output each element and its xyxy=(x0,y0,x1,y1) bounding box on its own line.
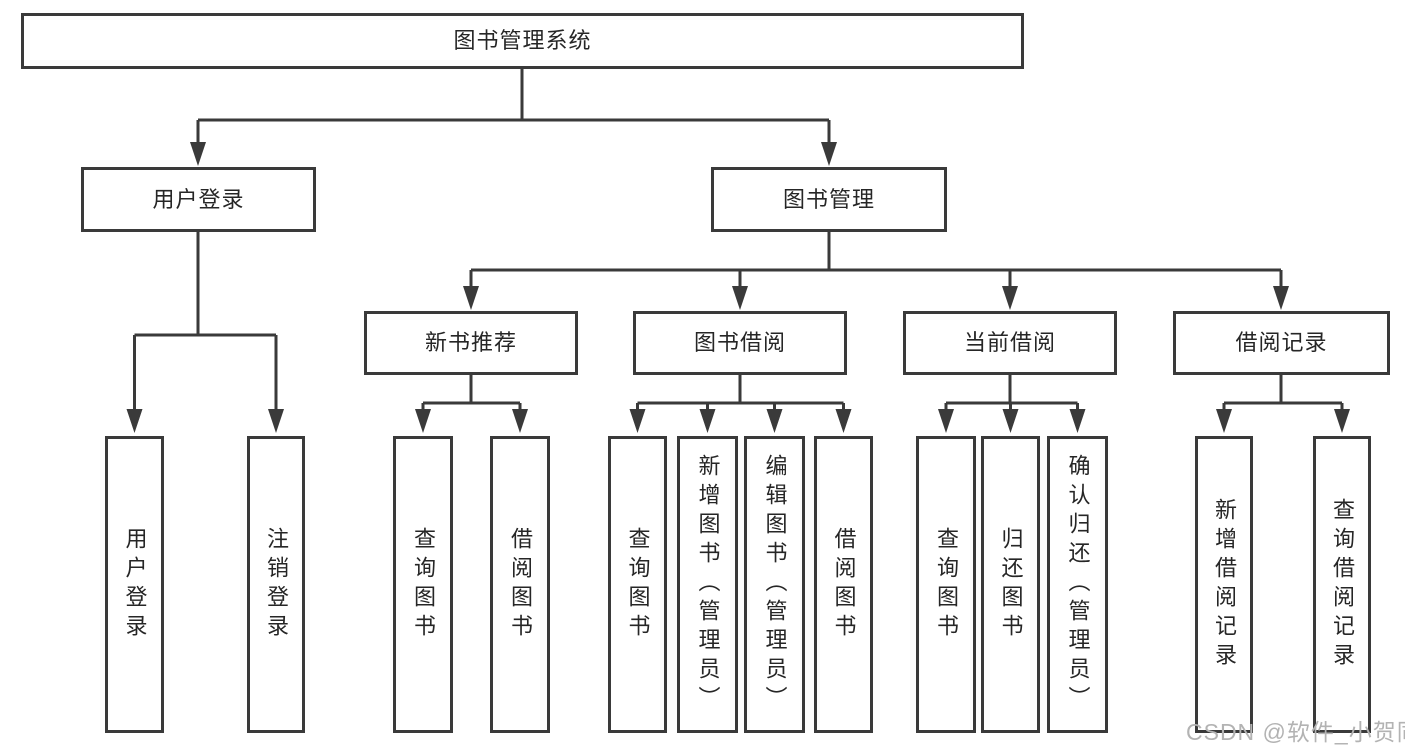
node-user-login-leaf: 用户登录 xyxy=(105,436,164,733)
node-query-books-borrowing: 查询图书 xyxy=(608,436,667,733)
node-label: 新增图书（管理员） xyxy=(695,454,721,715)
node-new-book-recommendation: 新书推荐 xyxy=(364,311,578,375)
node-label: 用户登录 xyxy=(152,186,245,212)
node-query-books-recommend: 查询图书 xyxy=(393,436,453,733)
node-label: 查询图书 xyxy=(411,526,436,643)
node-query-books-current: 查询图书 xyxy=(916,436,976,733)
node-current-borrowing: 当前借阅 xyxy=(903,311,1117,375)
node-book-borrowing: 图书借阅 xyxy=(633,311,847,375)
csdn-watermark: CSDN @软件_小贺同学 xyxy=(1186,719,1405,745)
node-edit-books-admin: 编辑图书（管理员） xyxy=(744,436,805,733)
node-label: 用户登录 xyxy=(122,526,148,643)
node-user-login: 用户登录 xyxy=(81,167,316,232)
node-label: 图书借阅 xyxy=(693,330,786,355)
node-label: 新增借阅记录 xyxy=(1212,497,1237,672)
node-book-management: 图书管理 xyxy=(711,167,947,232)
node-add-borrow-record: 新增借阅记录 xyxy=(1195,436,1253,733)
node-add-books-admin: 新增图书（管理员） xyxy=(677,436,738,733)
node-label: 当前借阅 xyxy=(963,330,1056,355)
node-borrowing-records: 借阅记录 xyxy=(1173,311,1390,375)
node-label: 图书管理系统 xyxy=(453,28,592,53)
node-label: 新书推荐 xyxy=(424,330,517,355)
node-label: 确认归还（管理员） xyxy=(1065,454,1091,715)
node-label: 查询图书 xyxy=(625,526,651,643)
node-borrow-books-recommend: 借阅图书 xyxy=(490,436,550,733)
node-label: 借阅图书 xyxy=(508,526,533,643)
node-label: 注销登录 xyxy=(264,526,289,643)
node-library-management-system: 图书管理系统 xyxy=(21,13,1024,69)
node-query-borrow-record: 查询借阅记录 xyxy=(1313,436,1371,733)
node-label: 图书管理 xyxy=(782,186,875,212)
node-label: 查询借阅记录 xyxy=(1330,497,1355,672)
node-logout: 注销登录 xyxy=(247,436,305,733)
node-label: 编辑图书（管理员） xyxy=(762,454,788,715)
node-label: 借阅图书 xyxy=(831,526,857,643)
node-label: 借阅记录 xyxy=(1235,330,1328,355)
node-confirm-return-admin: 确认归还（管理员） xyxy=(1047,436,1108,733)
node-label: 查询图书 xyxy=(934,526,959,643)
node-return-books: 归还图书 xyxy=(981,436,1040,733)
node-borrow-books-borrowing: 借阅图书 xyxy=(814,436,873,733)
node-label: 归还图书 xyxy=(998,526,1024,643)
